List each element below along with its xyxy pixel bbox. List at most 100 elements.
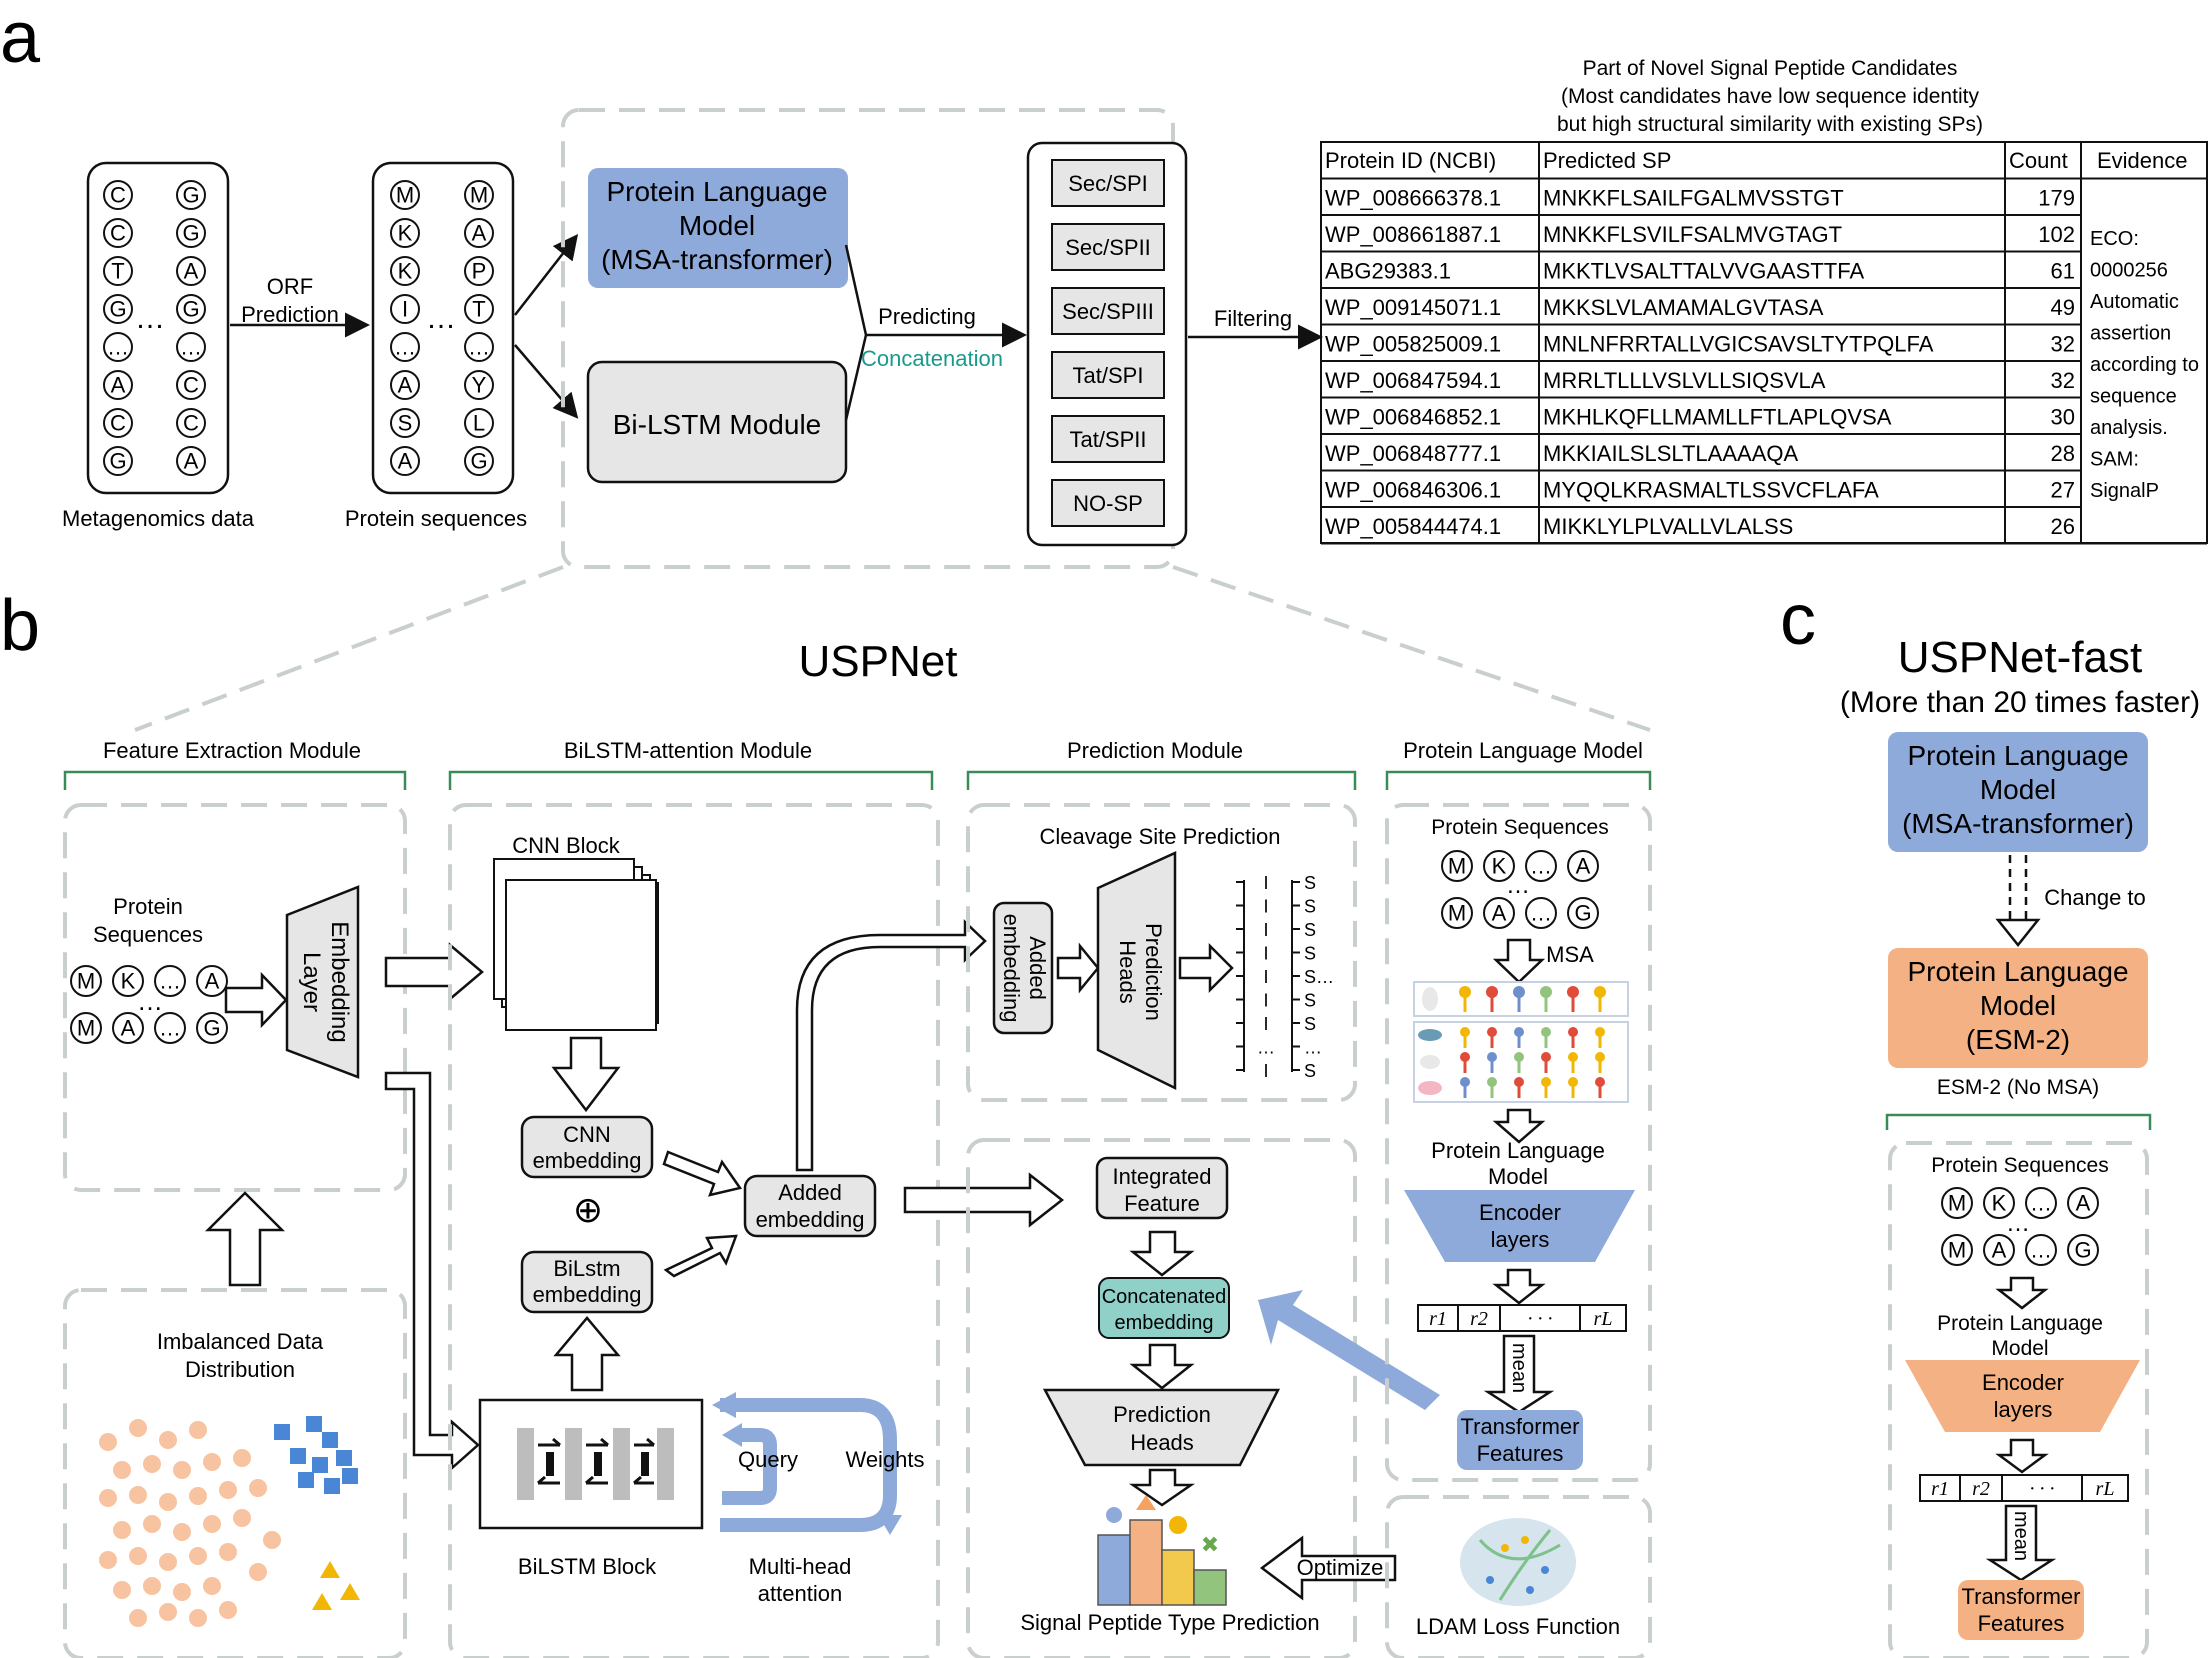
minority-square <box>290 1448 306 1464</box>
added-embedding-line-1: Added <box>778 1180 842 1205</box>
c-encoder-line-2: layers <box>1994 1397 2053 1422</box>
r-vector <box>1417 1304 1627 1332</box>
arrow-to-cleavage <box>795 919 987 1172</box>
svg-text:26: 26 <box>2051 514 2075 539</box>
svg-text:A: A <box>2076 1191 2091 1216</box>
svg-text:MKHLKQFLLMAMLLFTLAPLQVSA: MKHLKQFLLMAMLLFTLAPLQVSA <box>1543 405 1892 430</box>
cleavage-added-embedding <box>992 901 1054 1035</box>
majority-dot <box>233 1509 251 1527</box>
type-prediction-label: Signal Peptide Type Prediction <box>1020 1610 1319 1635</box>
svg-text:A: A <box>1992 1238 2007 1263</box>
svg-text:…: … <box>2030 1191 2052 1216</box>
c-sequences-label: Protein Sequences <box>1931 1154 2108 1177</box>
fe-protein-line-2: Sequences <box>93 922 203 947</box>
evidence-line: sequence <box>2090 386 2177 408</box>
cleavage-S-token: S… <box>1304 967 1334 987</box>
svg-text:A: A <box>398 449 413 474</box>
feature-extraction-header: Feature Extraction Module <box>103 738 361 763</box>
majority-dot <box>129 1547 147 1565</box>
c-esm-box <box>1888 948 2148 1068</box>
nucleotide-circle: S <box>390 408 420 438</box>
svg-text:MKKTLVSALTTALVVGAASTTFA: MKKTLVSALTTALVVGAASTTFA <box>1543 259 1864 284</box>
svg-text:G: G <box>109 449 126 474</box>
residue-circle: G <box>2067 1234 2099 1266</box>
c-encoder-line-1: Encoder <box>1982 1370 2064 1395</box>
imbalanced-line-2: Distribution <box>185 1357 295 1382</box>
c-arrow-to-plm <box>1995 1276 2049 1310</box>
majority-dot <box>219 1481 237 1499</box>
svg-text:MNKKFLSAILFGALMVSSTGT: MNKKFLSAILFGALMVSSTGT <box>1543 186 1844 211</box>
svg-text:L: L <box>473 411 485 436</box>
residue-circle: G <box>196 1012 228 1044</box>
arrow-integrated-down <box>1129 1230 1195 1277</box>
nucleotide-circle: T <box>103 256 133 286</box>
nucleotide-circle: A <box>176 446 206 476</box>
bilstm-embedding-line-2: embedding <box>533 1282 642 1307</box>
majority-dot <box>233 1449 251 1467</box>
nucleotide-circle: G <box>103 294 133 324</box>
svg-text:NO-SP: NO-SP <box>1073 491 1143 516</box>
c-esm-caption: ESM-2 (No MSA) <box>1937 1076 2099 1099</box>
nucleotide-circle: P <box>464 256 494 286</box>
svg-text:MIKKLYLPLVALLVLALSS: MIKKLYLPLVALLVLALSS <box>1543 514 1793 539</box>
svg-text:WP_009145071.1: WP_009145071.1 <box>1325 295 1501 320</box>
arrow-to-msa <box>1492 938 1546 984</box>
msa-label: MSA <box>1546 942 1594 967</box>
svg-text:M: M <box>77 1016 95 1041</box>
residue-circle: A <box>1483 897 1515 929</box>
svg-text:M: M <box>1948 1238 1966 1263</box>
residue-circle: A <box>112 1012 144 1044</box>
protein-sequences-caption: Protein sequences <box>345 506 527 531</box>
svg-text:32: 32 <box>2051 368 2075 393</box>
type-bar-chart-icon: ✖ <box>1097 1495 1227 1606</box>
svg-text:A: A <box>111 373 126 398</box>
svg-text:K: K <box>398 259 413 284</box>
concat-line-bottom <box>844 334 868 421</box>
majority-dot <box>143 1577 161 1595</box>
cleavage-I-token: I <box>1263 920 1268 940</box>
svg-text:C: C <box>110 411 126 436</box>
nucleotide-circle: A <box>390 446 420 476</box>
query-label: Query <box>738 1447 798 1472</box>
majority-dot <box>189 1487 207 1505</box>
arrow-bilstm-to-added <box>663 1234 738 1278</box>
residue-circle: K <box>1983 1187 2015 1219</box>
uspnet-fast-title: USPNet-fast <box>1898 633 2143 682</box>
svg-text:A: A <box>121 1016 136 1041</box>
minority-square <box>306 1416 322 1432</box>
minority-square <box>274 1424 290 1440</box>
svg-text:27: 27 <box>2051 478 2075 503</box>
sp-types-list: Sec/SPISec/SPIISec/SPIIITat/SPITat/SPIIN… <box>1051 159 1165 527</box>
plm-line-2: Model <box>679 210 755 241</box>
cleavage-S-token: S <box>1304 944 1316 964</box>
ldam-label: LDAM Loss Function <box>1416 1614 1620 1639</box>
svg-text:30: 30 <box>2051 405 2075 430</box>
added-embedding-line-2: embedding <box>756 1207 865 1232</box>
majority-dot <box>219 1543 237 1561</box>
residue-circle: A <box>196 965 228 997</box>
svg-text:I: I <box>402 297 408 322</box>
svg-text:S: S <box>398 411 413 436</box>
r-label: · · · <box>2030 1478 2055 1500</box>
transformer-features-box <box>1457 1410 1583 1470</box>
weights-label: Weights <box>845 1447 924 1472</box>
cleavage-S-token: S <box>1304 1061 1316 1081</box>
c-plm-line-2: Model <box>1991 1337 2048 1360</box>
evidence-line: according to <box>2090 354 2199 376</box>
majority-dot <box>129 1486 147 1504</box>
nucleotide-circle: Y <box>464 370 494 400</box>
svg-text:G: G <box>182 297 199 322</box>
svg-text:G: G <box>182 183 199 208</box>
majority-dot <box>203 1577 221 1595</box>
residue-circle: … <box>2025 1234 2057 1266</box>
sp-type-item: NO-SP <box>1051 479 1165 527</box>
change-to-arrow <box>1995 855 2041 948</box>
